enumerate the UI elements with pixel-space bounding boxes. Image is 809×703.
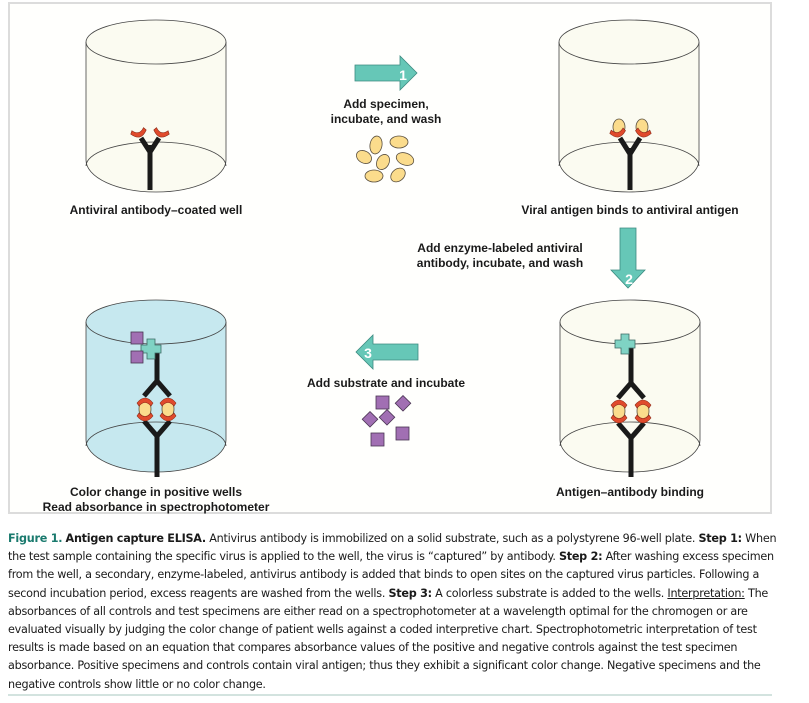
- step-3-text: Add substrate and incubate: [306, 376, 466, 390]
- step-3-label: Step 3:: [388, 586, 432, 600]
- well-2-label: Viral antigen binds to antiviral antigen: [521, 203, 739, 217]
- well-4-label-line-1: Color change in positive wells: [69, 485, 243, 499]
- figure-title: Antigen capture ELISA.: [65, 532, 207, 545]
- step-2-text-line-1: Add enzyme-labeled antiviral: [417, 241, 583, 255]
- color-change-complex-icon: [130, 331, 177, 477]
- step-3-description: A colorless substrate is added to the we…: [431, 586, 668, 600]
- step-2-text-line-2: antibody, incubate, and wash: [416, 256, 584, 270]
- step-1-description: When the test sample containing the spec…: [8, 532, 777, 564]
- step-1-text-line-1: Add specimen,: [343, 97, 429, 111]
- interpretation-description: The absorbances of all controls and test…: [8, 586, 769, 691]
- step-3-number: 3: [364, 345, 372, 361]
- sandwich-complex-icon: [610, 333, 652, 477]
- well-4-cylinder: [85, 299, 227, 473]
- antibody-bound-antigen-icon: [608, 118, 653, 190]
- well-3-label: Antigen–antibody binding: [556, 485, 704, 499]
- step-2-number: 2: [625, 271, 633, 287]
- bottom-divider: [8, 694, 772, 696]
- step-2-label: Step 2:: [558, 550, 603, 564]
- step-2-arrow-icon: 2: [610, 227, 646, 289]
- step-1-arrow-icon: 1: [354, 55, 418, 91]
- interpretation-label: Interpretation:: [667, 586, 745, 600]
- well-1-label: Antiviral antibody–coated well: [69, 203, 243, 217]
- figure-number: Figure 1.: [8, 532, 63, 545]
- well-3-cylinder: [559, 299, 701, 473]
- step-2-description: After washing excess specimen from the w…: [8, 550, 774, 600]
- well-2-cylinder: [558, 19, 700, 193]
- step-1-text-line-2: incubate, and wash: [330, 112, 442, 126]
- well-4-label-line-2: Read absorbance in spectrophotometer: [42, 500, 270, 514]
- figure-caption: Figure 1. Antigen capture ELISA. Antivir…: [8, 530, 788, 694]
- step-1-label: Step 1:: [698, 532, 742, 545]
- well-1-cylinder: [85, 19, 227, 193]
- elisa-diagram: 1 2: [85, 19, 701, 477]
- capture-antibody-icon: [129, 126, 171, 190]
- caption-intro: Antivirus antibody is immobilized on a s…: [205, 532, 699, 545]
- substrate-molecules-icon: [361, 394, 412, 447]
- viral-antigen-particles-icon: [356, 135, 415, 183]
- step-3-arrow-icon: 3: [355, 334, 419, 370]
- step-1-number: 1: [399, 67, 407, 83]
- enzyme-label-icon: [614, 333, 636, 355]
